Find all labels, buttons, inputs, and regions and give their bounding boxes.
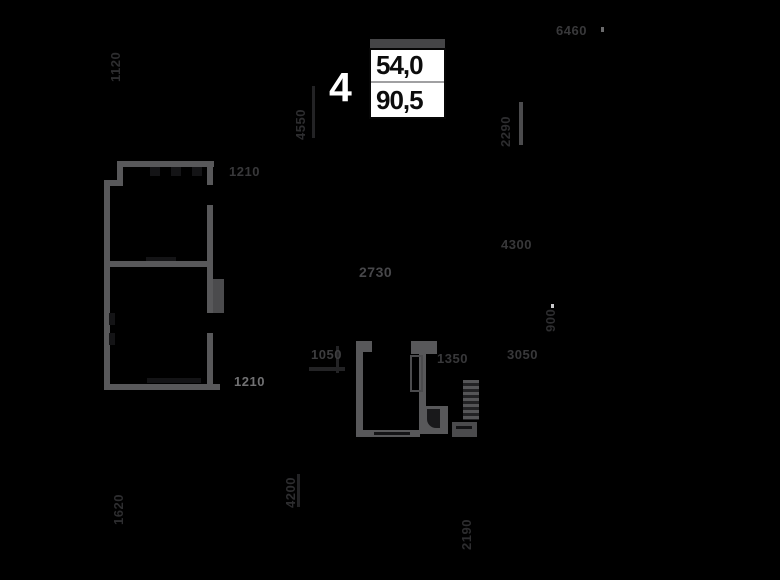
dim-label-vertical: 4200: [283, 477, 298, 508]
dim-label-vertical: 1620: [111, 494, 126, 525]
wall-segment: [356, 341, 372, 352]
window-mark: [109, 313, 115, 325]
marker-dot: [551, 304, 554, 308]
wall-segment: [207, 333, 213, 390]
window-mark: [192, 167, 202, 176]
wall-segment: [207, 161, 213, 185]
leader-line: [336, 346, 339, 373]
wall-protrusion: [213, 279, 224, 313]
wall-segment: [110, 261, 213, 267]
leader-line: [312, 86, 315, 138]
wall-segment: [519, 102, 523, 145]
wall-segment: [356, 341, 363, 437]
wall-segment: [207, 205, 213, 268]
dim-underline: [309, 367, 345, 371]
apartment-badge[interactable]: 4 54,0 90,5: [327, 36, 449, 122]
badge-cells: 54,0 90,5: [369, 48, 446, 119]
wall-segment: [117, 161, 123, 186]
stairs-hatch: [463, 380, 479, 420]
dim-label: 1210: [234, 374, 265, 389]
wall-segment: [207, 267, 213, 313]
dim-label: 6460: [556, 23, 587, 38]
wall-segment: [117, 161, 214, 167]
dim-label-vertical: 900: [543, 308, 558, 332]
total-area-value: 90,5: [376, 84, 424, 115]
living-area-value: 54,0: [376, 50, 424, 80]
wall-segment: [411, 341, 437, 354]
fixture-block: [452, 422, 477, 437]
dim-label-vertical: 4550: [293, 109, 308, 140]
dim-label: 1050: [311, 347, 342, 362]
window-mark: [146, 257, 176, 261]
marker-tick: [601, 27, 604, 32]
window-mark: [150, 167, 160, 176]
dim-label-vertical: 1120: [108, 51, 123, 82]
window-mark: [147, 378, 201, 383]
badge-top-band: [370, 39, 445, 48]
door-swing: [427, 409, 440, 428]
wall-segment: [104, 180, 110, 390]
rooms-count: 4: [329, 64, 352, 110]
area-box: 54,0 90,5: [369, 39, 446, 119]
dim-label: 1350: [437, 351, 468, 366]
badge-divider: [371, 81, 444, 83]
dim-label-vertical: 2290: [498, 116, 513, 147]
dim-label: 3050: [507, 347, 538, 362]
window-mark: [109, 333, 115, 345]
window-mark: [374, 432, 410, 435]
dim-label: 2730: [359, 264, 393, 280]
dim-label: 1210: [229, 164, 260, 179]
door-leaf: [410, 355, 423, 392]
dim-label: 4300: [501, 237, 532, 252]
wall-segment: [104, 180, 123, 186]
leader-line: [297, 474, 300, 507]
window-mark: [171, 167, 181, 176]
wall-segment: [104, 384, 220, 390]
dim-label-vertical: 2190: [459, 519, 474, 550]
fixture-mark: [456, 426, 472, 429]
